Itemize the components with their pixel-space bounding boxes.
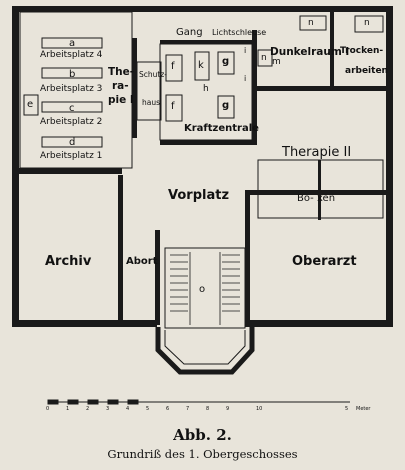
letter-k: k: [198, 60, 204, 71]
archiv-label: Archiv: [45, 254, 92, 269]
dunkelraum-label: Dunkelraum I: [270, 46, 350, 58]
lichtschleuse-label: Lichtschleuse: [212, 28, 267, 37]
letter-i-2: i: [244, 74, 247, 83]
letter-m: m: [272, 57, 281, 67]
scale-tick-1: 1: [66, 406, 70, 412]
scale-unit: Meter: [356, 406, 371, 412]
letter-c: c: [69, 103, 75, 114]
figure-subtitle: Grundriß des 1. Obergeschosses: [107, 447, 298, 461]
letter-d: d: [69, 137, 76, 148]
vorplatz-label: Vorplatz: [168, 188, 230, 203]
letter-f-1: f: [171, 61, 175, 72]
scale-tick-2: 2: [86, 406, 90, 412]
figure-title: Abb. 2.: [173, 426, 232, 444]
scale-tick-4: 4: [126, 406, 130, 412]
letter-h: h: [203, 84, 209, 94]
letter-n-2: n: [261, 53, 267, 63]
oberarzt-label: Oberarzt: [292, 254, 357, 269]
workstation-4-label: Arbeitsplatz 4: [40, 50, 103, 60]
therapie1-label-2: ra-: [112, 80, 129, 92]
workstation-3-label: Arbeitsplatz 3: [40, 84, 103, 94]
letter-a: a: [69, 38, 76, 49]
gang-label: Gang: [176, 27, 203, 38]
scale-tick-9: 9: [226, 406, 230, 412]
letter-g-1: g: [222, 56, 230, 67]
schutzhaus-label-2: haus: [142, 98, 161, 107]
letter-e: e: [27, 99, 34, 110]
scale-tick-6: 6: [166, 406, 170, 412]
kraftzentrale-label: Kraftzentrale: [184, 123, 259, 134]
scale-tick-5: 5: [146, 406, 150, 412]
letter-o: o: [199, 284, 206, 295]
therapie1-label-3: pie I: [108, 94, 134, 106]
scale-tick-10: 10: [256, 406, 263, 412]
letter-n-1: n: [308, 18, 314, 28]
scale-tick-0: 0: [46, 406, 50, 412]
therapie2-label: Therapie II: [282, 145, 352, 160]
scale-tick-3: 3: [106, 406, 110, 412]
scale-tick-7: 7: [186, 406, 190, 412]
trockenarbeiten-label-1: Trocken-: [340, 46, 384, 56]
letter-n-3: n: [364, 18, 370, 28]
floor-plan-drawing: [12, 6, 393, 405]
scale-tick-end: 5: [345, 406, 349, 412]
letter-b: b: [69, 69, 76, 80]
abort-label: Abort: [126, 256, 158, 267]
schutzhaus-label-1: Schutz-: [139, 70, 167, 79]
workstation-2-label: Arbeitsplatz 2: [40, 117, 103, 127]
workstation-1-label: Arbeitsplatz 1: [40, 151, 103, 161]
letter-f-2: f: [171, 101, 175, 112]
trockenarbeiten-label-2: arbeiten: [345, 66, 388, 76]
letter-g-2: g: [222, 100, 230, 111]
boxen-label: Bo- xen: [297, 193, 336, 204]
scale-tick-8: 8: [206, 406, 210, 412]
letter-i-1: i: [244, 46, 247, 55]
therapie1-label-1: The-: [108, 66, 135, 78]
